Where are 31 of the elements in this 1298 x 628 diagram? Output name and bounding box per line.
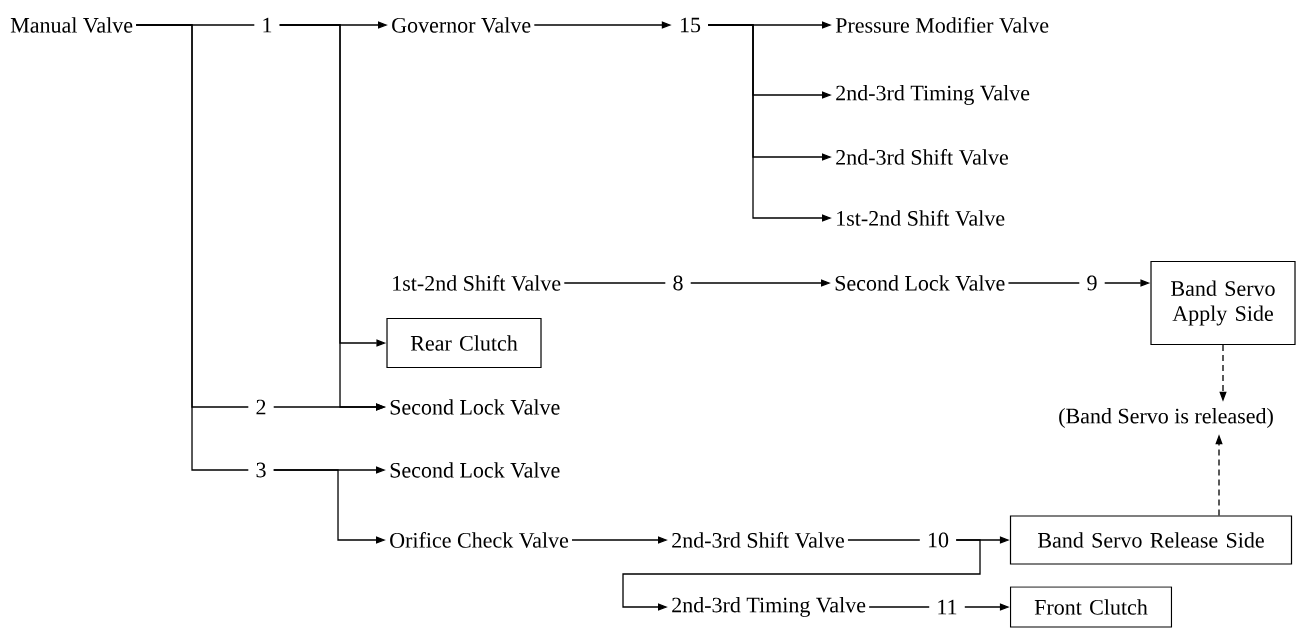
circuit-number: 1 bbox=[263, 17, 272, 33]
arrow bbox=[622, 539, 981, 611]
valve-label: 2nd-3rd Shift Valve bbox=[836, 149, 1008, 165]
valve-label: Manual Valve bbox=[10, 17, 133, 33]
valve-label: Second Lock Valve bbox=[390, 399, 560, 415]
valve-label: 2nd-3rd Timing Valve bbox=[836, 85, 1030, 105]
component-box: Front Clutch bbox=[1009, 586, 1173, 628]
valve-label: 1st-2nd Shift Valve bbox=[837, 210, 1005, 226]
connector-line bbox=[563, 282, 666, 284]
valve-label: Second Lock Valve bbox=[835, 275, 1005, 291]
component-box: Rear Clutch bbox=[386, 317, 542, 369]
valve-label: Second Lock Valve bbox=[390, 462, 560, 478]
circuit-number: 11 bbox=[938, 599, 957, 615]
valve-label: 2nd-3rd Shift Valve bbox=[672, 532, 844, 548]
valve-label: 2nd-3rd Timing Valve bbox=[672, 597, 866, 617]
circuit-number: 8 bbox=[673, 275, 683, 291]
status-note: (Band Servo is released) bbox=[1059, 408, 1273, 428]
circuit-number: 9 bbox=[1087, 275, 1097, 291]
connector-line bbox=[847, 539, 921, 541]
valve-label: Governor Valve bbox=[392, 17, 531, 33]
connector-line bbox=[868, 606, 930, 608]
valve-label: Pressure Modifier Valve bbox=[835, 17, 1049, 33]
component-box: Band Servo Release Side bbox=[1009, 515, 1293, 565]
valve-label: 1st-2nd Shift Valve bbox=[393, 275, 561, 291]
circuit-number: 2 bbox=[256, 399, 266, 415]
circuit-number: 10 bbox=[928, 532, 949, 548]
component-box: Band Servo Apply Side bbox=[1150, 260, 1296, 346]
valve-label: Orifice Check Valve bbox=[390, 532, 569, 548]
circuit-number: 3 bbox=[256, 462, 266, 478]
connector-line bbox=[1007, 282, 1080, 284]
circuit-number: 15 bbox=[680, 17, 701, 33]
